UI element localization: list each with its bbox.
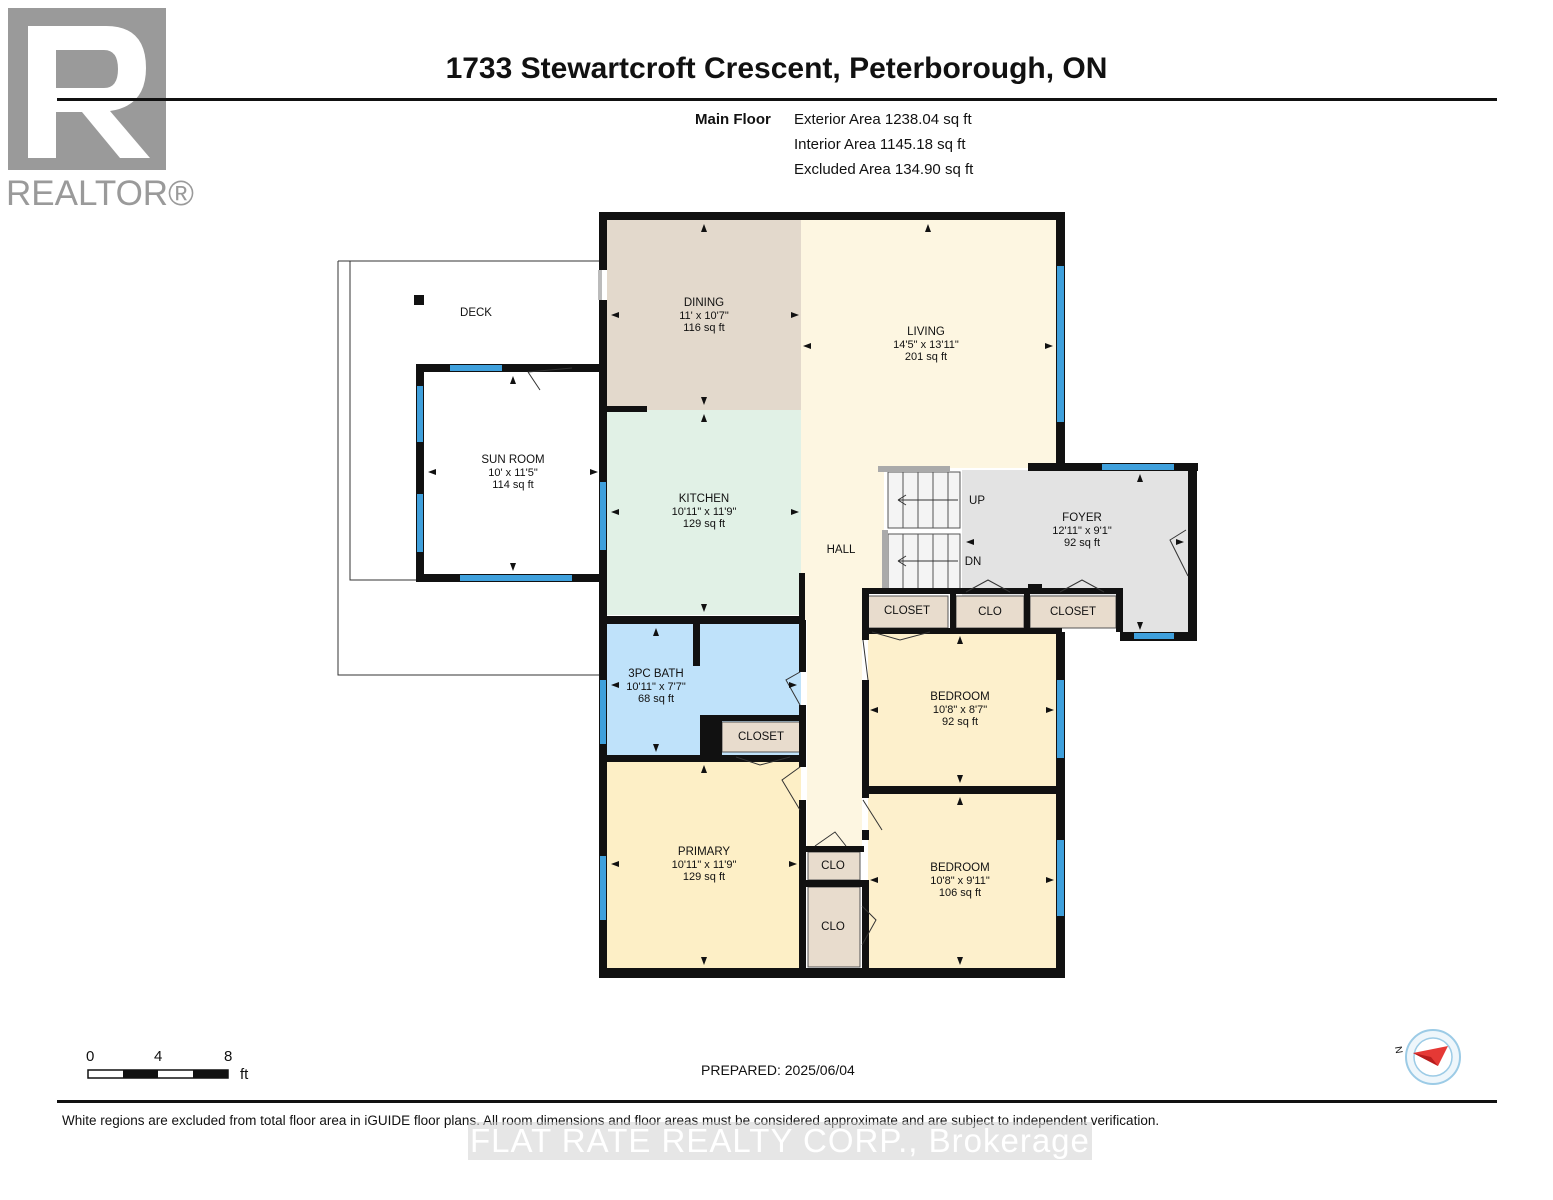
windows	[417, 266, 1174, 920]
prepared-date: PREPARED: 2025/06/04	[701, 1062, 855, 1078]
walls	[416, 212, 1198, 978]
dining-fill	[607, 220, 801, 410]
room-kitchen-dims: 10'11" x 11'9"	[671, 505, 737, 518]
room-bath-area: 68 sq ft	[637, 693, 675, 705]
compass-icon	[1405, 1029, 1461, 1085]
room-kitchen-area: 129 sq ft	[682, 518, 726, 530]
room-bedroom-2-dims: 10'8" x 9'11"	[930, 874, 990, 887]
clo-a-label: CLO	[978, 606, 1002, 618]
scale-0-label: 0	[86, 1048, 95, 1065]
realtor-logo: REALTOR®	[6, 8, 194, 213]
room-bedroom-1-name: BEDROOM	[930, 691, 990, 703]
room-dining: DINING 11' x 10'7" 116 sq ft	[679, 297, 729, 335]
clo-hall2-fill	[807, 886, 861, 968]
room-sunroom-name: SUN ROOM	[481, 454, 545, 466]
room-sunroom-area: 114 sq ft	[492, 479, 534, 491]
room-bedroom-1: BEDROOM 10'8" x 8'7" 92 sq ft	[930, 691, 989, 729]
bedroom2-fill	[868, 794, 1056, 968]
header-divider	[57, 98, 1497, 101]
realtor-logo-text: REALTOR®	[6, 174, 194, 213]
brokerage-watermark: FLAT RATE REALTY CORP., Brokerage	[468, 1122, 1092, 1160]
closet-b-label: CLOSET	[1049, 606, 1097, 618]
closet-b-fill	[1029, 595, 1117, 629]
deck-post-icon	[414, 295, 424, 305]
scale-bar	[87, 1069, 229, 1079]
room-bedroom-2-area: 106 sq ft	[938, 887, 982, 899]
room-bedroom-2: BEDROOM 10'8" x 9'11" 106 sq ft	[930, 862, 990, 900]
floor-label: Main Floor	[695, 111, 771, 128]
room-foyer-dims: 12'11" x 9'1"	[1052, 524, 1112, 537]
living-hall-fill	[801, 220, 1056, 850]
room-bath-name: 3PC BATH	[628, 668, 684, 680]
stairs-up	[878, 466, 961, 529]
room-foyer: FOYER 12'11" x 9'1" 92 sq ft	[1052, 512, 1112, 550]
interior-area: Interior Area 1145.18 sq ft	[794, 136, 966, 153]
closet-a-fill	[865, 595, 949, 629]
room-sunroom: SUN ROOM 10' x 11'5" 114 sq ft	[481, 454, 544, 492]
stairs-down	[882, 530, 961, 591]
bedroom1-fill	[868, 632, 1056, 787]
closet-bath-label: CLOSET	[737, 731, 785, 743]
stairs-up-label: UP	[969, 495, 985, 507]
dimension-markers	[428, 224, 1184, 965]
scale-unit-label: ft	[240, 1066, 249, 1083]
exterior-area: Exterior Area 1238.04 sq ft	[794, 111, 972, 128]
kitchen-fill	[607, 410, 801, 615]
room-bath: 3PC BATH 10'11" x 7'7" 68 sq ft	[626, 668, 686, 706]
room-primary-area: 129 sq ft	[682, 871, 726, 883]
page-title: 1733 Stewartcroft Crescent, Peterborough…	[445, 52, 1108, 85]
primary-fill	[607, 762, 801, 968]
room-dining-dims: 11' x 10'7"	[679, 309, 729, 322]
clo-a-fill	[955, 595, 1025, 629]
deck-label: DECK	[460, 307, 492, 319]
room-foyer-name: FOYER	[1062, 512, 1102, 524]
room-bath-dims: 10'11" x 7'7"	[626, 680, 686, 693]
room-primary-dims: 10'11" x 11'9"	[671, 858, 737, 871]
clo-hall2-label: CLO	[821, 921, 845, 933]
room-sunroom-dims: 10' x 11'5"	[488, 466, 538, 479]
room-primary-name: PRIMARY	[677, 846, 731, 858]
room-foyer-area: 92 sq ft	[1063, 537, 1101, 549]
room-dining-name: DINING	[683, 297, 725, 309]
room-bedroom-1-dims: 10'8" x 8'7"	[932, 703, 988, 716]
deck-outline	[337, 260, 600, 676]
stairs-down-label: DN	[964, 556, 982, 568]
footer-divider	[57, 1100, 1497, 1103]
sunroom-fill	[424, 372, 600, 574]
closet-bath-fill	[721, 721, 801, 753]
room-bedroom-2-name: BEDROOM	[930, 862, 990, 874]
clo-hall1-label: CLO	[821, 860, 845, 872]
room-bedroom-1-area: 92 sq ft	[941, 716, 979, 728]
room-kitchen-name: KITCHEN	[678, 493, 730, 505]
realtor-r-icon	[8, 8, 166, 170]
room-living: LIVING 14'5" x 13'11" 201 sq ft	[893, 326, 959, 364]
excluded-area: Excluded Area 134.90 sq ft	[794, 161, 974, 178]
hall-label: HALL	[826, 544, 856, 556]
room-living-area: 201 sq ft	[904, 351, 948, 363]
patio-door	[598, 270, 602, 300]
scale-4-label: 4	[154, 1048, 163, 1065]
room-living-name: LIVING	[907, 326, 945, 338]
room-living-dims: 14'5" x 13'11"	[893, 338, 959, 351]
closet-a-label: CLOSET	[883, 605, 931, 617]
scale-8-label: 8	[224, 1048, 233, 1065]
room-kitchen: KITCHEN 10'11" x 11'9" 129 sq ft	[672, 493, 737, 531]
doors	[527, 367, 1189, 946]
room-primary: PRIMARY 10'11" x 11'9" 129 sq ft	[672, 846, 737, 884]
room-dining-area: 116 sq ft	[683, 322, 725, 334]
